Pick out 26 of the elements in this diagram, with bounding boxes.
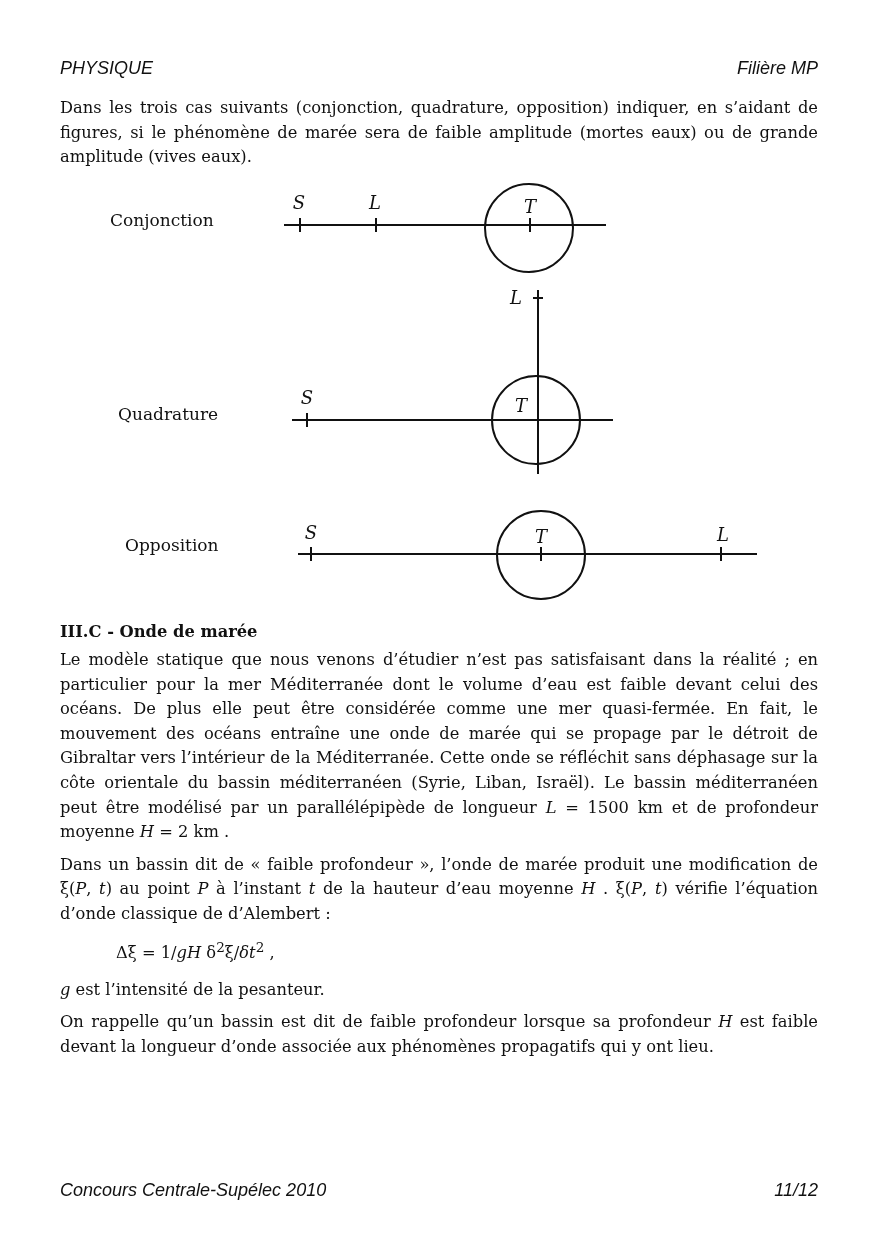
case-title: Conjonction (110, 210, 214, 230)
paragraph: g est l’intensité de la pesanteur. (60, 978, 326, 1001)
earth-circle (484, 183, 574, 273)
point-label: S (300, 389, 314, 407)
paragraph: Le modèle statique que nous venons d’étudier n’est pas satisfaisant dans la réalité ; en particulier pour la mer Méditerranée dont le volume d’eau est faible devant celui des océans. De plus elle peut être considérée comme une mer quasi-fermée. En fait, le mouvement des océans entraîne une onde de marée qui se propage par le détroit de Gibraltar vers l’intérieur de la Méditerranée. Cette onde se réfléchit sans déphasage sur la côte orientale du bassin méditerranéen (Syrie, Liban, Israël). Le bassin méditerranéen peut être modélisé par un parallélépipède de longueur L = 1500 km et de profondeur moyenne H = 2 km . (60, 649, 818, 844)
paragraph: Dans un bassin dit de « faible profondeur », l’onde de marée produit une modification de ξ(P, t) au point P à l’instant t de la hauteur d’eau moyenne H . ξ(P, t) vérifie l’équation d’onde classique de d’Alembert : (60, 853, 818, 925)
section-heading: III.C - Onde de marée (60, 621, 259, 643)
case-title: Opposition (125, 535, 219, 555)
point-label: S (304, 524, 318, 542)
point-label: L (369, 194, 381, 212)
equation: Δξ = 1/gH δ$^{2}$ξ/δt$^{2}$ , (115, 937, 276, 964)
page-header-text: 11/12 (774, 1180, 818, 1201)
page-header-text: Concours Centrale-Supélec 2010 (60, 1180, 327, 1201)
paragraph: Dans les trois cas suivants (conjonction, quadrature, opposition) indiquer, en s’aidant de figures, si le phénomène de marée sera de faible amplitude (mortes eaux) ou de grande amplitude (vives eaux). (60, 97, 818, 169)
point-label: L (717, 526, 729, 544)
point-label: S (292, 194, 306, 212)
point-label: T (535, 528, 547, 546)
earth-circle (496, 510, 586, 600)
point-label: T (515, 397, 527, 415)
case-title: Quadrature (118, 404, 219, 424)
page-header-text: Filière MP (737, 58, 818, 79)
paragraph: On rappelle qu’un bassin est dit de faible profondeur lorsque sa profondeur H est faible devant la longueur d’onde associée aux phénomènes propagatifs qui y ont lieu. (60, 1011, 818, 1058)
point-label: L (510, 289, 522, 307)
point-label: T (524, 198, 536, 216)
earth-circle (491, 375, 581, 465)
page-header-text: PHYSIQUE (60, 58, 154, 79)
